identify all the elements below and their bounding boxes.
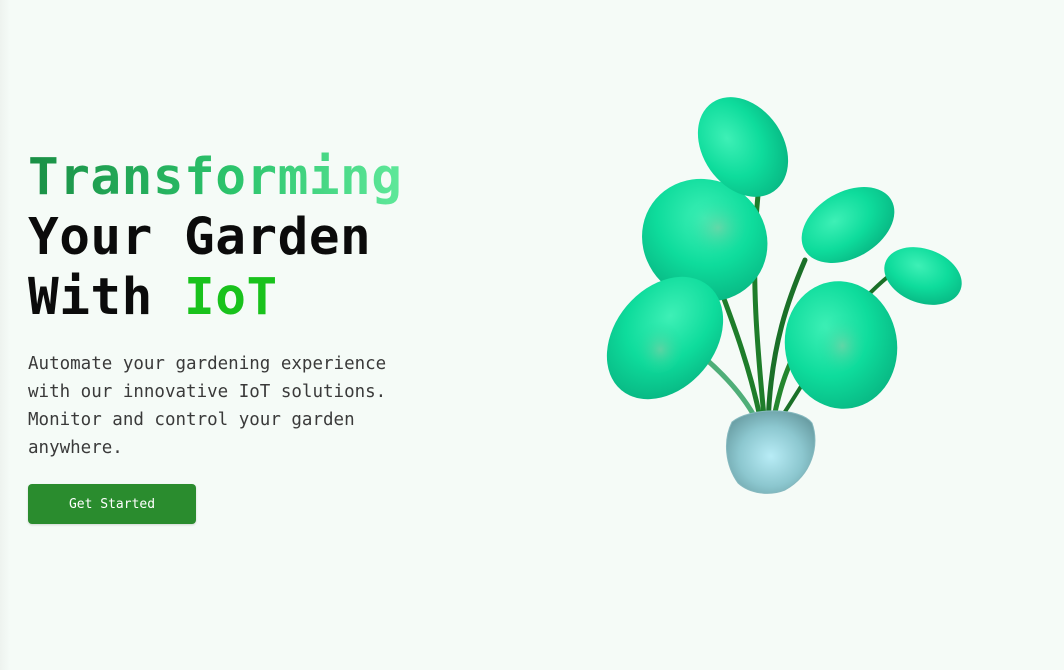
leaf [884, 247, 962, 305]
leaf [697, 97, 789, 197]
plant-pot [726, 410, 816, 494]
headline-line-2: Your Garden [28, 208, 372, 267]
get-started-button[interactable]: Get Started [28, 484, 196, 524]
headline-iot-accent: IoT [184, 268, 278, 327]
plant-illustration-icon [606, 97, 962, 494]
hero-description: Automate your gardening experience with … [28, 354, 387, 458]
headline-highlight-word: Transforming [28, 148, 403, 207]
page-edge-shadow [0, 0, 10, 670]
hero-headline: Transforming Your Garden With IoT [28, 148, 468, 328]
headline-with: With [28, 268, 185, 327]
leaf [801, 187, 895, 263]
hero-section: Transforming Your Garden With IoT Automa… [28, 148, 468, 462]
